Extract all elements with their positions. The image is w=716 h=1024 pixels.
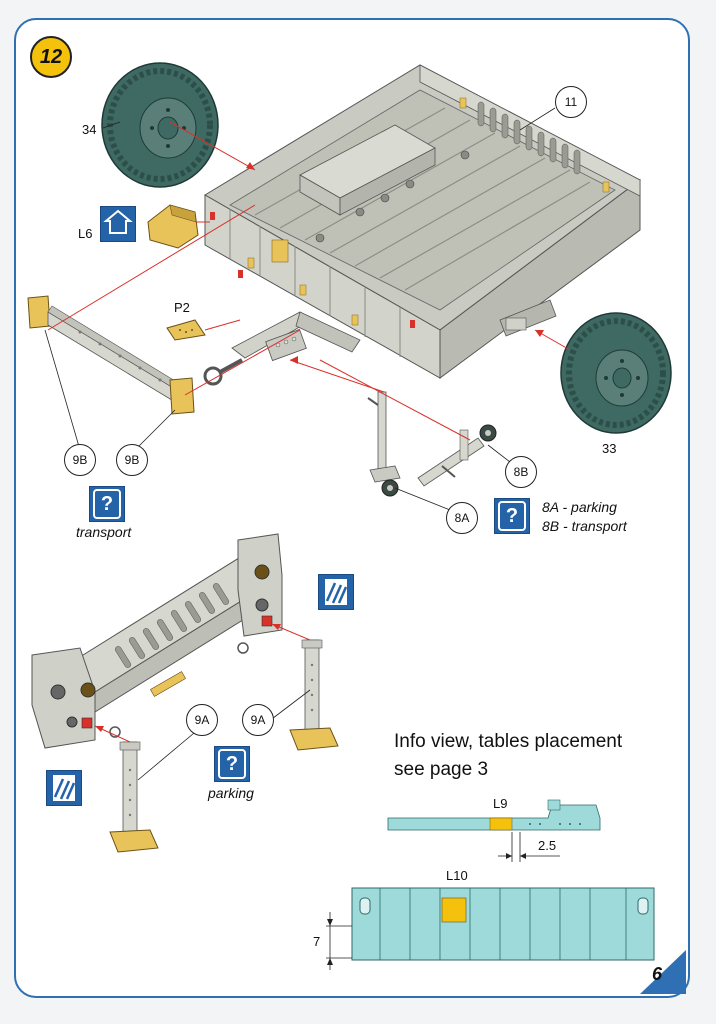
callout-9a-right: 9A	[242, 704, 274, 736]
axle-stub	[499, 299, 557, 337]
callout-8a: 8A	[446, 502, 478, 534]
info-text: Info view, tables placement see page 3	[394, 728, 622, 784]
question-mark-icon: ?	[498, 501, 526, 531]
question-mark-icon: ?	[218, 749, 246, 779]
parking-option-icon: ?	[214, 746, 250, 782]
page-corner	[640, 950, 686, 994]
question-mark-icon: ?	[93, 489, 121, 519]
part-9a-leg-left	[109, 741, 159, 853]
legend-8b: 8B - transport	[542, 518, 627, 534]
callout-p2: P2	[174, 300, 190, 315]
callout-9b-left: 9B	[64, 444, 96, 476]
table-l9-profile	[387, 799, 601, 862]
hatch-reference-icon-right	[318, 574, 354, 610]
callout-9b-right: 9B	[116, 444, 148, 476]
step-number-badge: 12	[30, 36, 72, 78]
part-p2-plate	[166, 319, 206, 341]
callout-34: 34	[82, 122, 97, 137]
assembly-arrows-top	[47, 121, 571, 441]
tailgate-assembly	[31, 533, 283, 749]
parking-label: parking	[208, 785, 254, 801]
wheel-34	[101, 62, 219, 188]
part-9b-stand	[27, 295, 195, 415]
callout-8b: 8B	[505, 456, 537, 488]
drawbar	[203, 311, 361, 386]
jack-option-icon: ?	[494, 498, 530, 534]
part-9a-leg-right	[289, 639, 339, 751]
transport-option-icon: ?	[89, 486, 125, 522]
part-8a-jack	[367, 391, 401, 497]
callout-33: 33	[602, 441, 617, 456]
dimension-l9-offset: 2.5	[538, 838, 557, 853]
label-l9: L9	[493, 796, 508, 811]
info-line-1: Info view, tables placement	[394, 731, 623, 752]
legend-8a: 8A - parking	[542, 499, 617, 515]
label-l10: L10	[446, 868, 468, 883]
callout-9a-left: 9A	[186, 704, 218, 736]
table-l10-panel	[326, 887, 655, 970]
callout-l6: L6	[78, 226, 93, 241]
leader-lines-top	[44, 107, 556, 511]
part-l6-bracket	[147, 204, 199, 249]
arrow-heads-top	[246, 162, 544, 364]
trailer-body	[204, 64, 641, 379]
wheel-33	[560, 312, 672, 434]
transport-label: transport	[76, 524, 132, 540]
dimension-l10-height: 7	[313, 934, 321, 949]
arrow-heads-bottom	[95, 624, 281, 732]
info-line-2: see page 3	[394, 759, 489, 780]
page-number: 6	[652, 964, 663, 984]
hatch-reference-icon-left	[46, 770, 82, 806]
l6-reference-icon	[100, 206, 136, 242]
part-8b-jack	[417, 424, 497, 487]
callout-11: 11	[555, 86, 587, 118]
